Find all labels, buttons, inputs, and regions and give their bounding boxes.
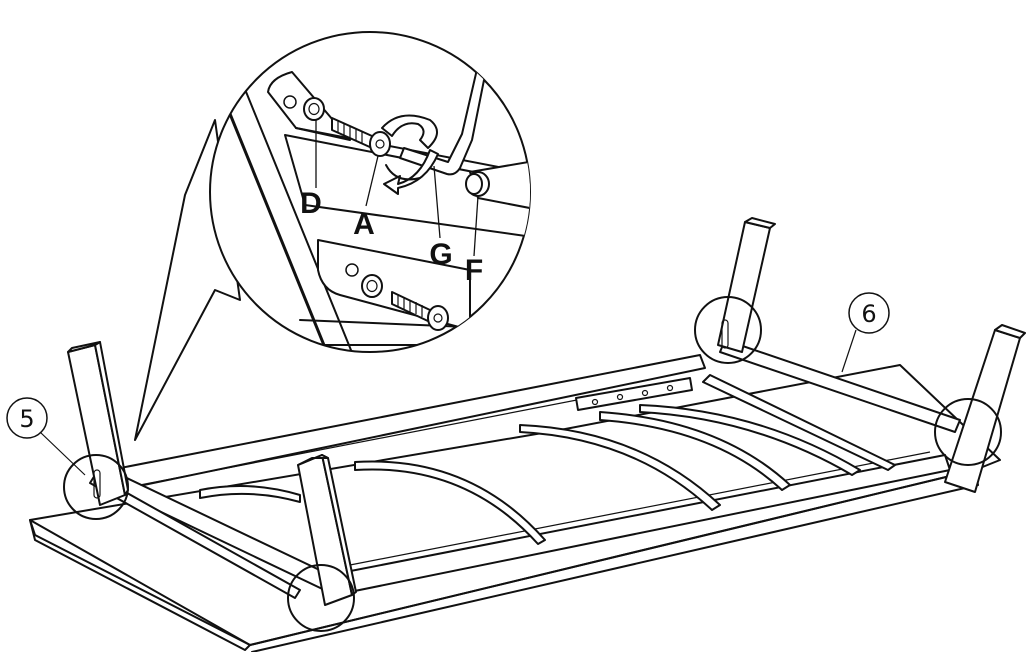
rotation-arrow-icon (381, 114, 439, 195)
zoom-callout: D A G F (134, 31, 531, 441)
support-slats (89, 339, 961, 599)
part-label-d: D (300, 187, 322, 220)
apron-frame (109, 354, 951, 596)
step-5-label: 5 (19, 405, 34, 433)
hinge-bracket (575, 377, 693, 411)
step-6-label: 6 (861, 300, 876, 328)
leg-back-right (717, 217, 776, 353)
leg-back-left (67, 341, 129, 506)
joint-circle-back-right (694, 296, 762, 364)
part-label-f: F (465, 254, 483, 287)
leg-front-left (297, 454, 357, 606)
joint-circle-front-left (287, 564, 355, 632)
joint-circle-front-right (934, 398, 1002, 466)
part-label-g: G (429, 238, 452, 271)
washer-d-icon (303, 97, 325, 121)
bolt-a-icon (331, 117, 391, 157)
part-label-a: A (353, 208, 375, 241)
step-callout-6: 6 (841, 292, 890, 373)
step-callout-5: 5 (6, 397, 86, 476)
joint-circle-left (63, 454, 129, 520)
zoom-detail (210, 32, 530, 352)
allen-key-icon (399, 32, 501, 176)
leg-front-right (944, 324, 1026, 493)
